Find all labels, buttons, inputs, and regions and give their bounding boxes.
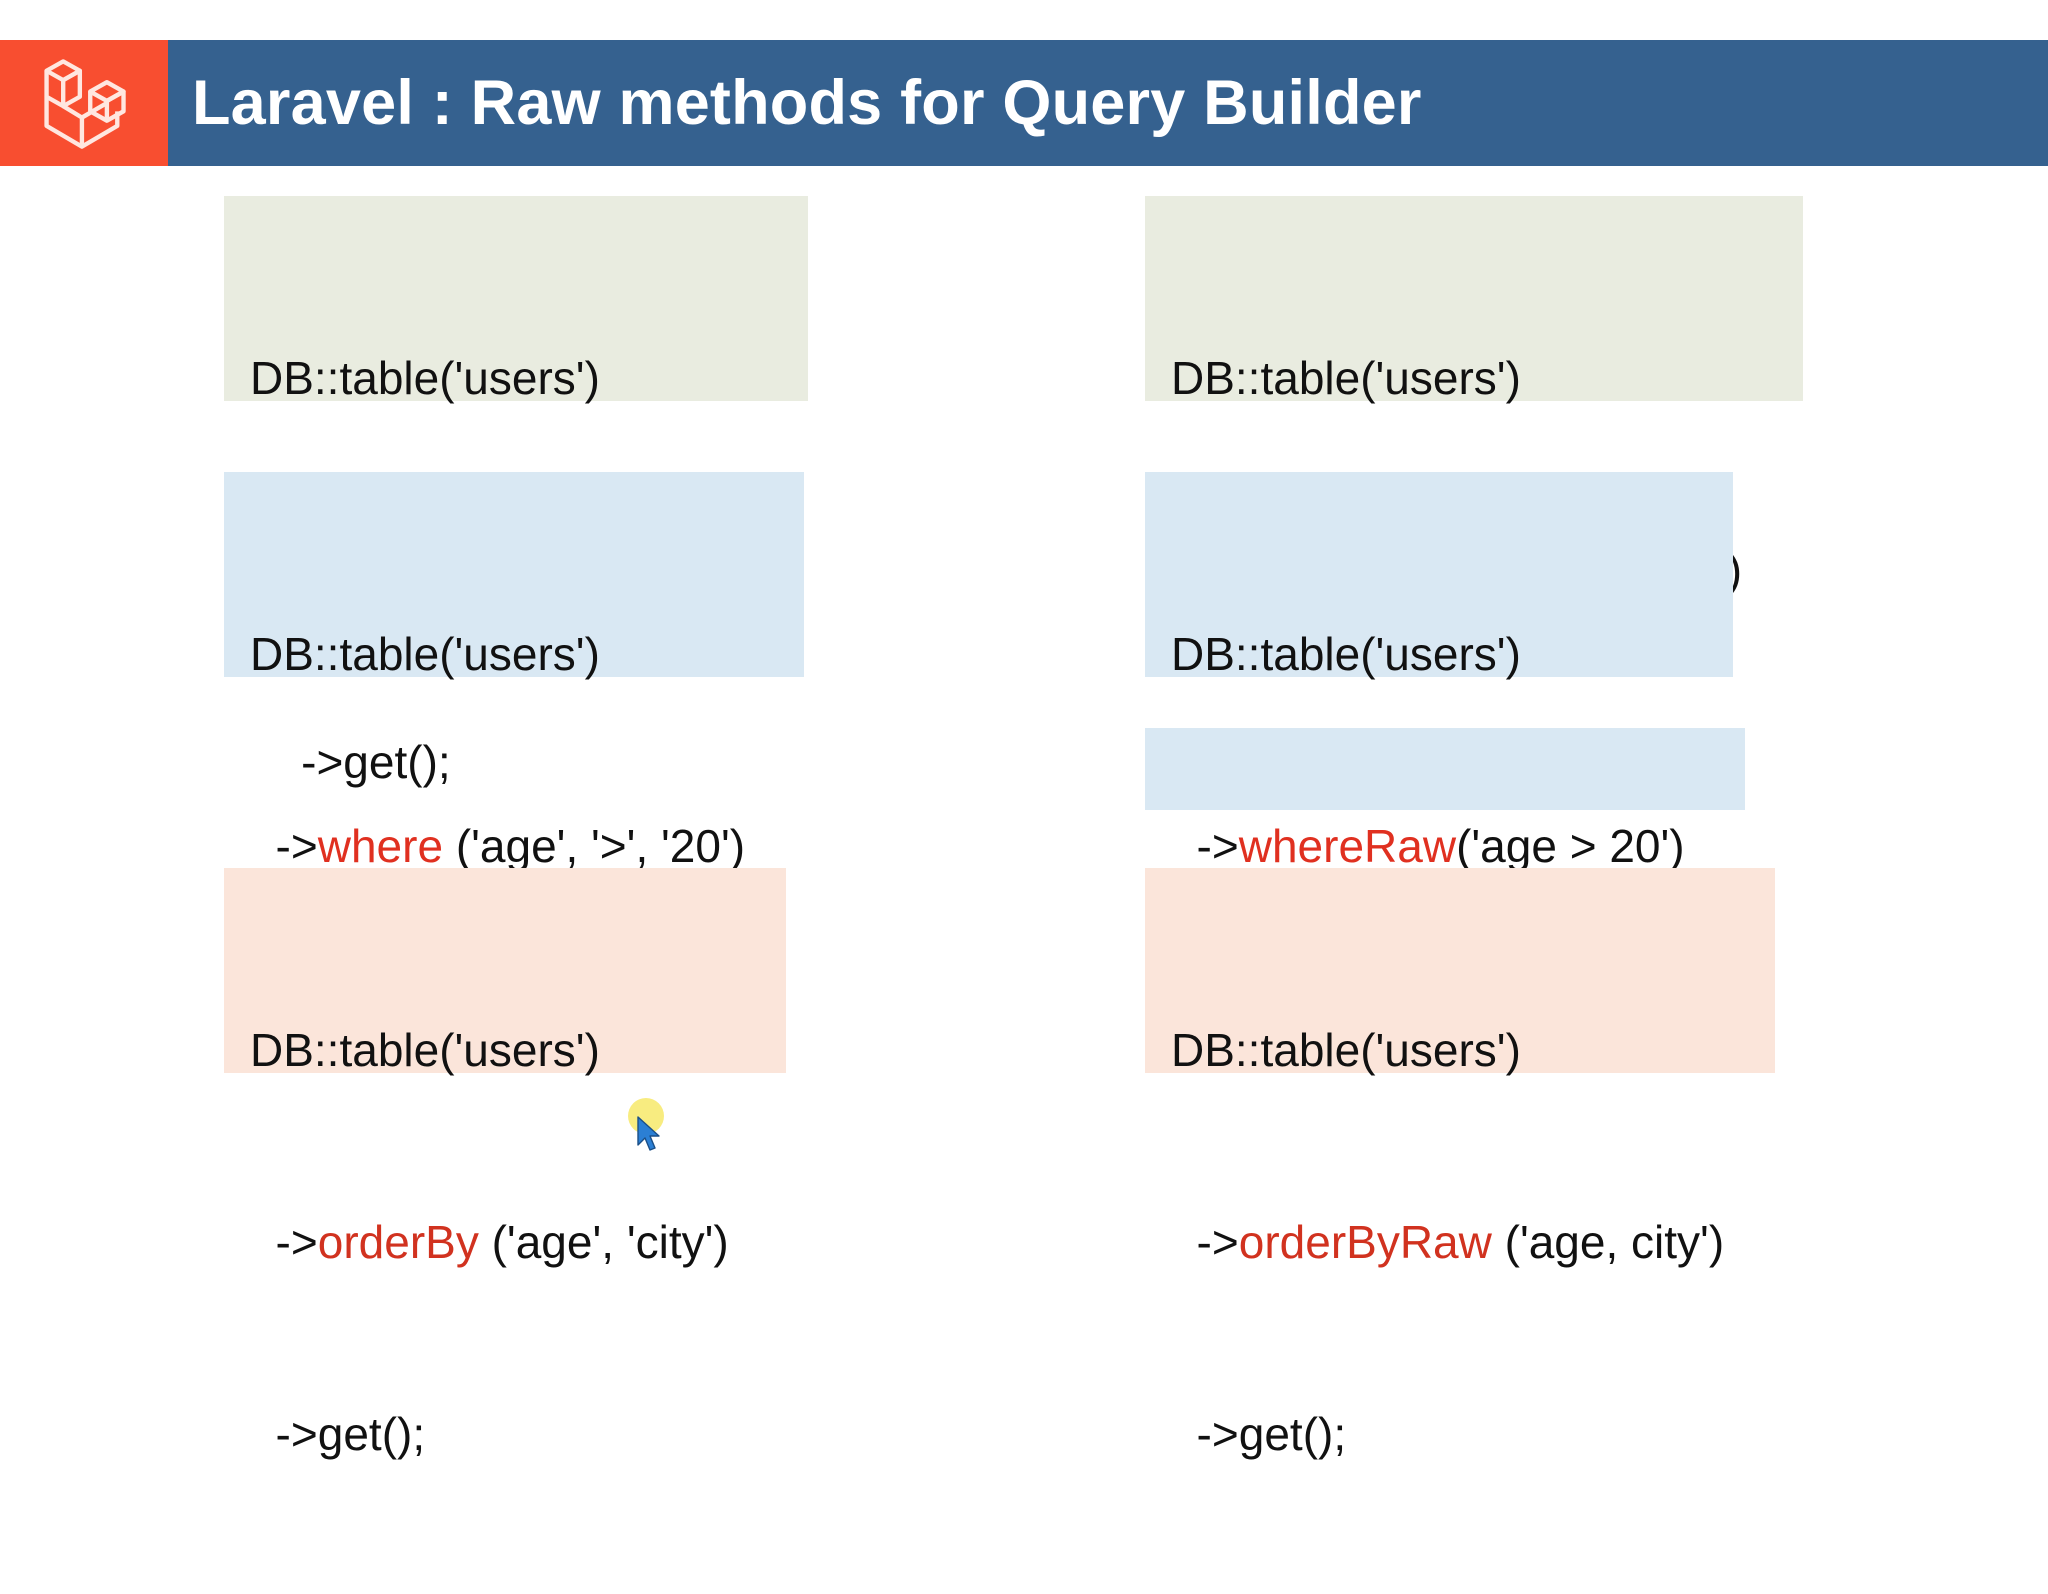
order-by-example-block: DB::table('users') ->orderBy ('age', 'ci…	[224, 868, 786, 1460]
code-line: DB::table('users')	[1171, 628, 1521, 680]
code-line: DB::table('users')	[1171, 352, 1521, 404]
select-raw-example-block: DB::table('users') ->selectRaw('name, ag…	[1145, 196, 1803, 788]
code-line: ->orderBy ('age', 'city')	[250, 1216, 729, 1268]
laravel-logo-container	[0, 40, 168, 166]
code-line: DB::table('users')	[250, 1024, 600, 1076]
laravel-logo-icon	[32, 51, 136, 155]
method-name: orderByRaw	[1238, 1216, 1492, 1268]
page-header: Laravel : Raw methods for Query Builder	[0, 40, 2048, 166]
code-line: DB::table('users')	[250, 628, 600, 680]
title-bar: Laravel : Raw methods for Query Builder	[168, 40, 2048, 166]
where-raw-example-block: DB::table('users') ->whereRaw('age > 20'…	[1145, 472, 1733, 1064]
method-name: orderBy	[317, 1216, 479, 1268]
code-line: ->get();	[250, 736, 451, 788]
method-name: where	[317, 820, 444, 872]
where-example-block: DB::table('users') ->where ('age', '>', …	[224, 472, 804, 1064]
code-line: ->where ('age', '>', '20')	[250, 820, 746, 872]
code-line: ->get();	[1171, 1408, 1347, 1460]
method-name: whereRaw	[1238, 820, 1457, 872]
code-line: ->get();	[250, 1408, 426, 1460]
where-raw-binding-block: ->whereRaw('age > ?',[20])	[1145, 728, 1745, 922]
page-title: Laravel : Raw methods for Query Builder	[192, 68, 1422, 138]
order-by-raw-example-block: DB::table('users') ->orderByRaw ('age, c…	[1145, 868, 1775, 1460]
code-line: DB::table('users')	[250, 352, 600, 404]
code-line: DB::table('users')	[1171, 1024, 1521, 1076]
select-example-block: DB::table('users') ->select('name', 'age…	[224, 196, 808, 788]
slide-body: DB::table('users') ->select('name', 'age…	[0, 166, 2048, 1460]
code-line: ->orderByRaw ('age, city')	[1171, 1216, 1725, 1268]
code-line: ->whereRaw('age > 20')	[1171, 820, 1685, 872]
